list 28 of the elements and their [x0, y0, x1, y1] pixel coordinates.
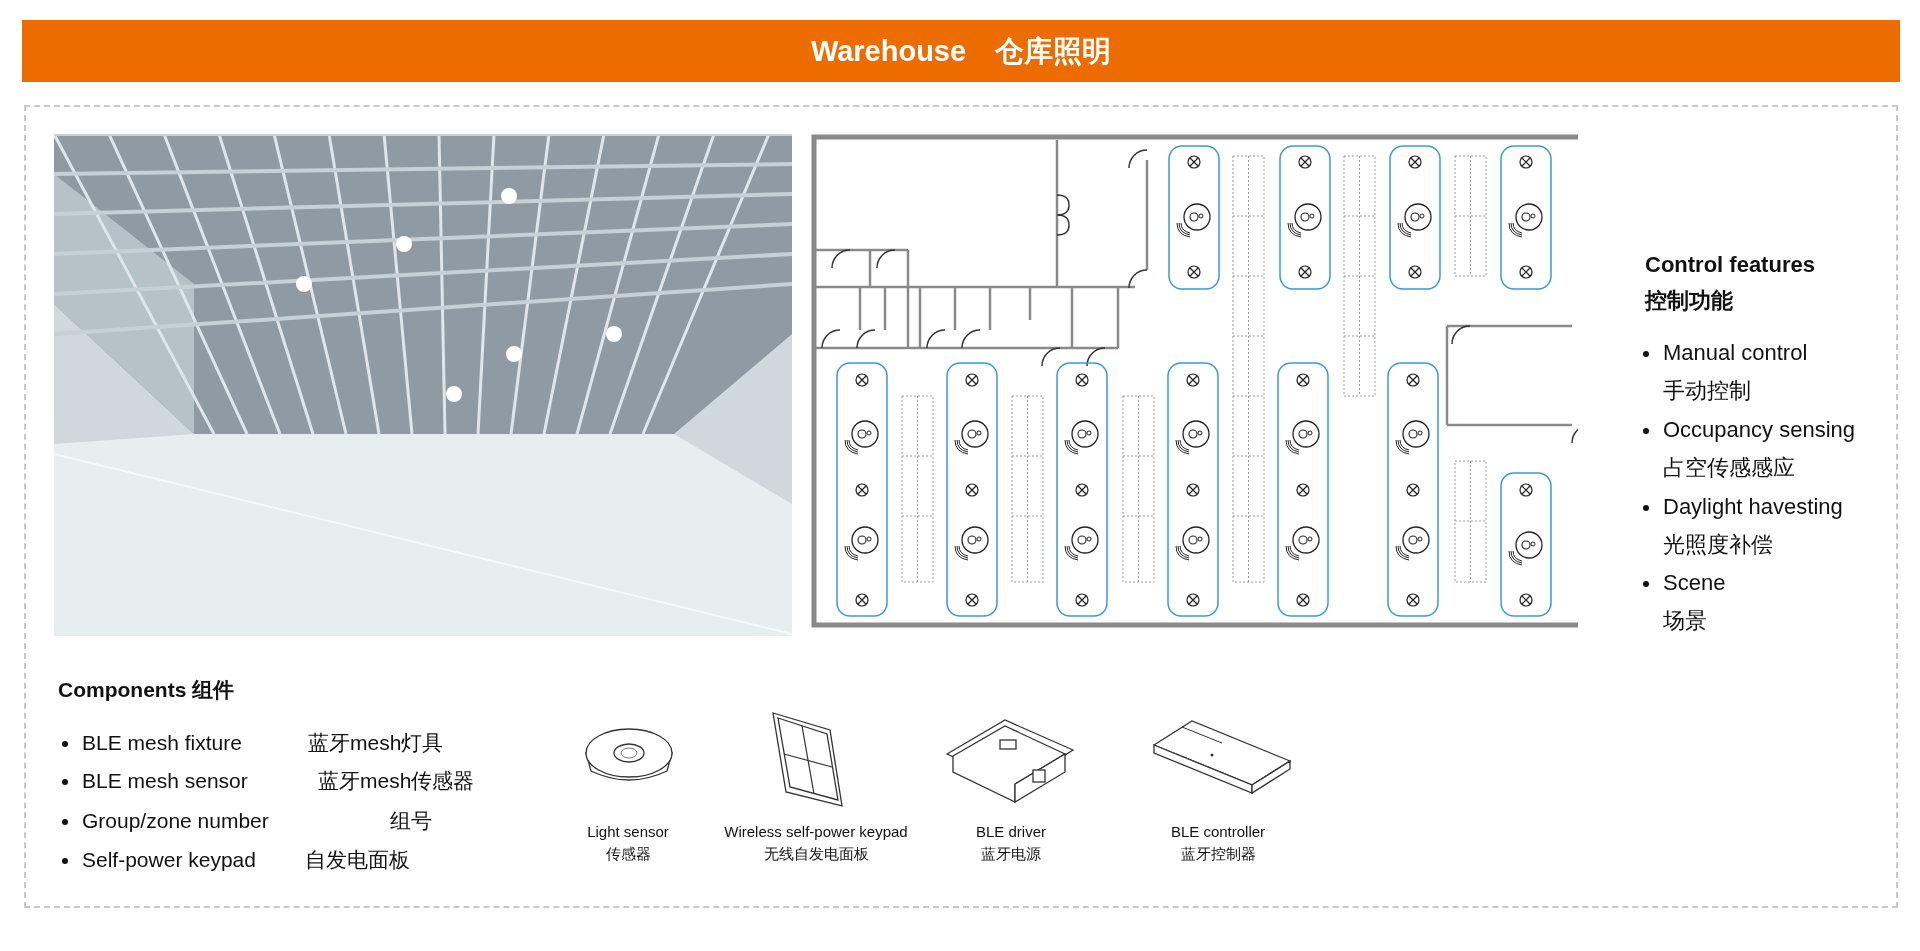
- list-item-text: 自发电面板: [305, 847, 410, 873]
- list-item-text: 场景: [1663, 608, 1707, 634]
- section-heading: Components 组件: [58, 677, 235, 703]
- list-item-text: Daylight havesting: [1663, 494, 1843, 520]
- component-caption: 传感器: [605, 845, 651, 863]
- list-item-text: Scene: [1663, 570, 1726, 596]
- component-caption: 蓝牙电源: [981, 845, 1041, 863]
- list-item-text: 组号: [390, 808, 432, 834]
- section-heading: 控制功能: [1645, 288, 1733, 314]
- list-item-text: BLE mesh fixture: [82, 730, 242, 756]
- component-caption: Wireless self-power keypad: [724, 823, 908, 841]
- list-item-text: Self-power keypad: [82, 847, 256, 873]
- section-heading: Control features: [1645, 252, 1815, 278]
- component-caption: BLE driver: [976, 823, 1046, 841]
- list-item-text: BLE mesh sensor: [82, 768, 248, 794]
- list-item-text: Manual control: [1663, 340, 1808, 366]
- component-caption: 无线自发电面板: [763, 845, 869, 863]
- list-item-text: 蓝牙mesh传感器: [318, 768, 475, 794]
- list-item-text: Occupancy sensing: [1663, 417, 1855, 443]
- component-caption: 蓝牙控制器: [1180, 845, 1256, 863]
- list-item-text: Group/zone number: [82, 808, 269, 834]
- list-item-text: 蓝牙mesh灯具: [308, 730, 444, 756]
- component-caption: BLE controller: [1170, 823, 1266, 841]
- component-caption: Light sensor: [587, 823, 669, 841]
- list-item-text: 手动控制: [1663, 378, 1751, 404]
- list-item-text: 占空传感感应: [1663, 455, 1795, 481]
- title-bar: Warehouse 仓库照明: [22, 20, 1900, 82]
- list-item-text: 光照度补偿: [1663, 532, 1773, 558]
